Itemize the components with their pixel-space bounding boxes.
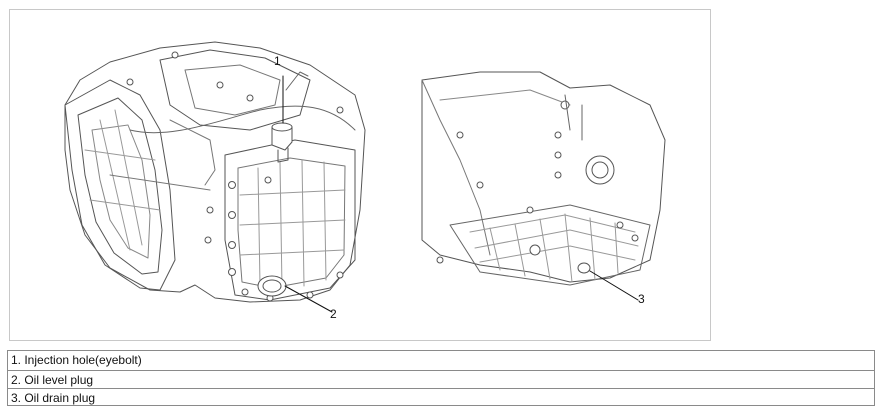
legend-item-oil-drain-plug: 3. Oil drain plug (8, 388, 874, 407)
transmission-right-drawing (421, 71, 666, 286)
leader-line-3 (589, 270, 639, 301)
callout-2: 2 (330, 307, 337, 321)
legend-item-injection-hole: 1. Injection hole(eyebolt) (11, 353, 142, 367)
diagram-figure: 1 2 3 (9, 9, 711, 341)
transmission-left-drawing (64, 41, 366, 303)
callout-3: 3 (638, 292, 645, 306)
leader-line-2 (284, 285, 333, 313)
transmission-illustration: 1 2 3 (64, 41, 666, 321)
legend-table: 1. Injection hole(eyebolt) 2. Oil level … (7, 350, 875, 406)
callout-1: 1 (274, 54, 281, 68)
legend-item-oil-level-plug: 2. Oil level plug (8, 369, 874, 389)
